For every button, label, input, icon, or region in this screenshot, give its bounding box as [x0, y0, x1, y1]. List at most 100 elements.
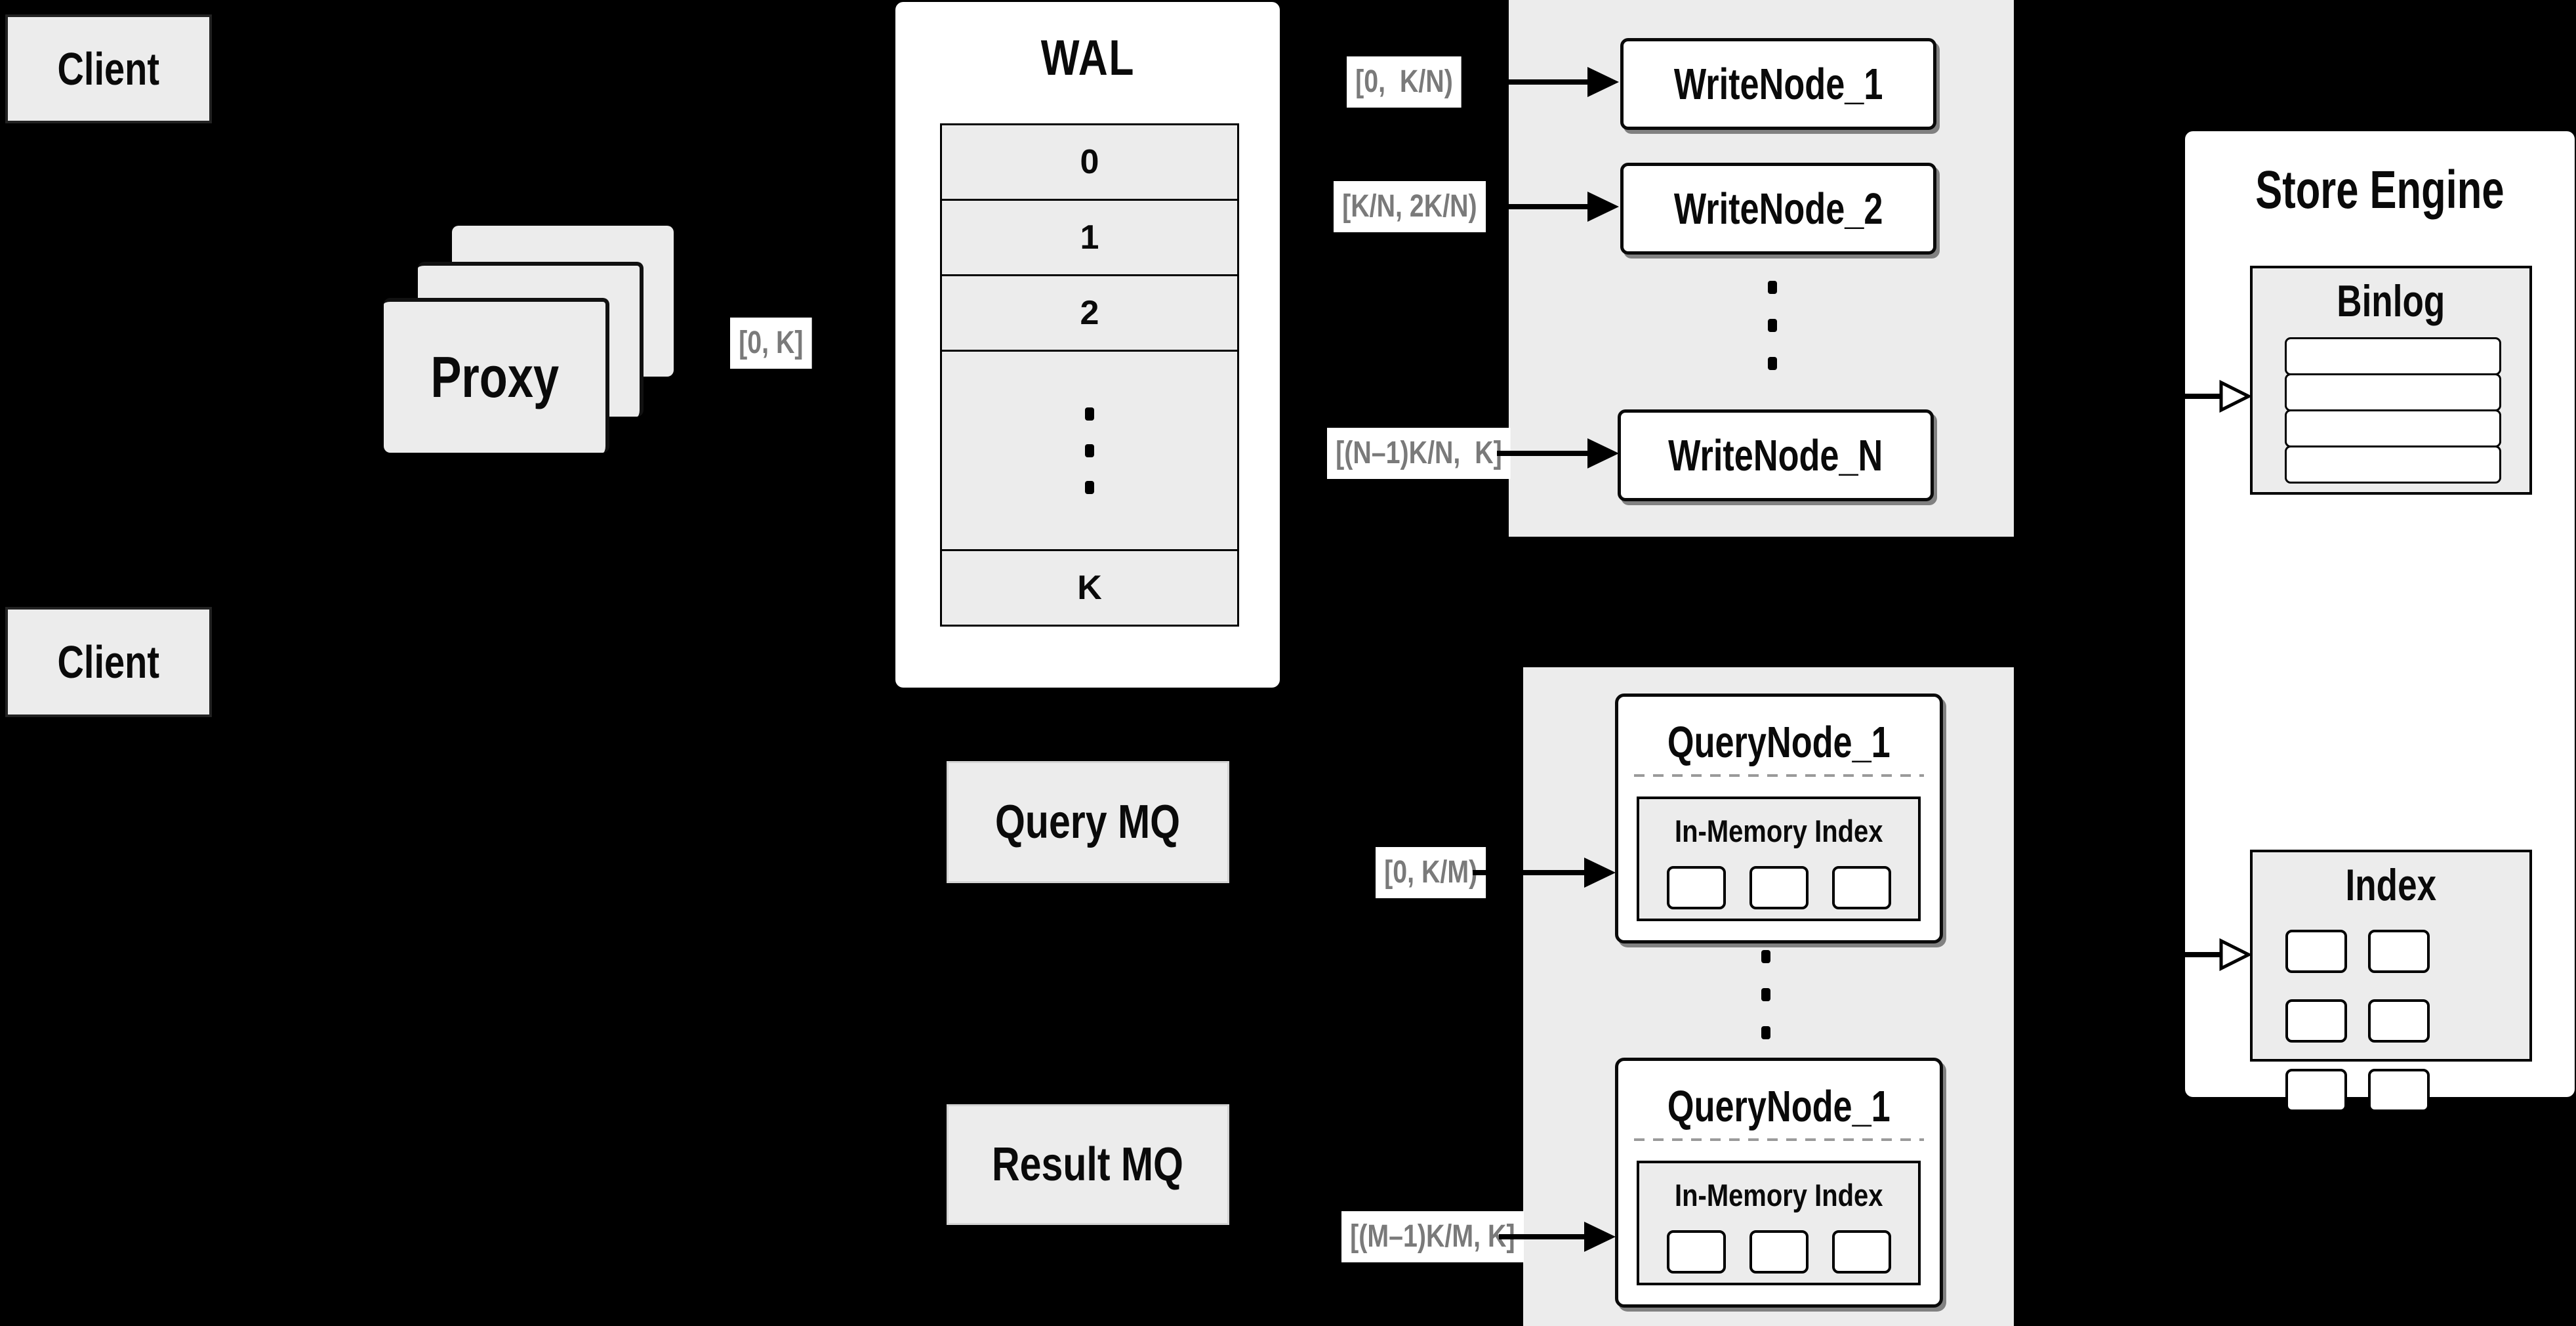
wal-title: WAL	[1040, 30, 1135, 86]
arrow-write-1-head	[1587, 67, 1619, 97]
range-label-write-2: [K/N, 2K/N)	[1334, 181, 1486, 233]
arrow-write-1-shaft	[1475, 79, 1591, 85]
writenode-2-box: WriteNode_2	[1620, 163, 1936, 255]
index-cell	[2285, 1069, 2347, 1112]
querynode-2-divider	[1634, 1138, 1924, 1141]
arrow-query-m-shaft	[1499, 1234, 1587, 1239]
range-label-write-n: [(N–1)K/N, K]	[1327, 428, 1511, 480]
range-label-write-1: [0, K/N)	[1347, 56, 1462, 108]
dot	[1761, 950, 1770, 963]
dot	[1085, 444, 1094, 457]
index-cell	[2368, 1069, 2430, 1112]
wal-row-1: 1	[942, 199, 1237, 274]
arrow-binlog-open-head	[2219, 380, 2251, 413]
inmemory-index-title-wrap-2: In-Memory Index	[1639, 1163, 1918, 1226]
binlog-row	[2285, 409, 2501, 447]
proxy-card-front: Proxy	[384, 298, 609, 453]
inmemory-cell	[1831, 1230, 1891, 1274]
inmemory-cell	[1831, 866, 1891, 909]
wal-row-ellipsis	[942, 350, 1237, 549]
binlog-row	[2285, 373, 2501, 411]
inmemory-cell	[1749, 866, 1809, 909]
arrow-write-n-shaft	[1497, 451, 1591, 456]
wal-table: 0 1 2 K	[940, 123, 1239, 627]
querynode-2-title-wrap: QueryNode_1	[1618, 1070, 1940, 1142]
writenode-1-box: WriteNode_1	[1620, 38, 1936, 130]
inmemory-cells-1	[1639, 866, 1918, 909]
store-engine-panel: Store Engine Binlog Index	[2185, 131, 2575, 1112]
querynode-2-box: QueryNode_1 In-Memory Index	[1615, 1058, 1943, 1308]
client-box-top: Client	[5, 14, 212, 123]
binlog-title-wrap: Binlog	[2253, 268, 2529, 334]
arrow-query-m-head	[1584, 1222, 1616, 1252]
inmemory-index-title-2: In-Memory Index	[1674, 1177, 1883, 1212]
querynode-2-title: QueryNode_1	[1667, 1081, 1891, 1131]
wal-title-wrap: WAL	[895, 2, 1280, 114]
wal-panel: WAL 0 1 2 K	[895, 2, 1280, 688]
inmemory-cells-2	[1639, 1230, 1918, 1274]
arrow-write-n-head	[1587, 438, 1619, 468]
inmemory-index-box-1: In-Memory Index	[1637, 797, 1921, 921]
wal-dots	[1085, 407, 1094, 494]
writenode-dots	[1768, 281, 1777, 370]
writenode-1-label: WriteNode_1	[1673, 59, 1883, 109]
arrow-binlog-shaft	[2179, 394, 2222, 399]
range-label-query-m: [(M–1)K/M, K]	[1341, 1211, 1524, 1263]
dot	[1761, 988, 1770, 1001]
binlog-row	[2285, 337, 2501, 375]
index-title: Index	[2345, 860, 2437, 910]
proxy-label: Proxy	[430, 344, 559, 409]
querynode-dots	[1761, 950, 1770, 1039]
inmemory-cell	[1749, 1230, 1809, 1274]
range-label-proxy-out: [0, K]	[730, 318, 812, 369]
index-cell	[2285, 999, 2347, 1043]
inmemory-cell	[1666, 866, 1726, 909]
dot	[1768, 281, 1777, 294]
arrow-write-2-head	[1587, 192, 1619, 222]
query-mq-label: Query MQ	[995, 796, 1181, 848]
binlog-rows	[2285, 337, 2501, 484]
client-bottom-label: Client	[57, 636, 160, 688]
index-box: Index	[2250, 850, 2532, 1112]
result-mq-label: Result MQ	[992, 1138, 1184, 1191]
index-cells	[2285, 930, 2497, 1112]
result-mq-box: Result MQ	[947, 1104, 1229, 1225]
wal-row-0: 0	[942, 125, 1237, 199]
client-top-label: Client	[57, 43, 160, 94]
index-cell	[2285, 930, 2347, 973]
dot	[1085, 407, 1094, 421]
writenode-2-label: WriteNode_2	[1673, 184, 1883, 234]
wal-row-k: K	[942, 549, 1237, 625]
dot	[1085, 480, 1094, 494]
dot	[1761, 1026, 1770, 1039]
arrow-index-shaft	[2179, 952, 2222, 957]
binlog-box: Binlog	[2250, 266, 2532, 495]
querynode-1-title-wrap: QueryNode_1	[1618, 706, 1940, 778]
query-mq-box: Query MQ	[947, 761, 1229, 883]
client-box-bottom: Client	[5, 607, 212, 717]
querynode-1-divider	[1634, 774, 1924, 777]
arrow-index-open-head	[2219, 938, 2251, 971]
range-label-query-1: [0, K/M)	[1376, 847, 1486, 899]
writenode-n-box: WriteNode_N	[1618, 409, 1934, 501]
arrow-query-1-head	[1584, 858, 1616, 888]
dot	[1768, 319, 1777, 332]
index-cell	[2368, 999, 2430, 1043]
arrow-write-2-shaft	[1496, 204, 1591, 209]
wal-row-2: 2	[942, 274, 1237, 350]
inmemory-cell	[1666, 1230, 1726, 1274]
dot	[1768, 357, 1777, 370]
inmemory-index-title-1: In-Memory Index	[1674, 813, 1883, 848]
arrow-query-1-shaft	[1473, 870, 1587, 875]
index-cell	[2368, 930, 2430, 973]
store-engine-title: Store Engine	[2255, 160, 2504, 220]
inmemory-index-title-wrap-1: In-Memory Index	[1639, 799, 1918, 862]
writenode-n-label: WriteNode_N	[1668, 430, 1883, 480]
binlog-row	[2285, 445, 2501, 484]
inmemory-index-box-2: In-Memory Index	[1637, 1161, 1921, 1285]
index-title-wrap: Index	[2253, 852, 2529, 918]
store-engine-title-wrap: Store Engine	[2185, 131, 2575, 249]
querynode-1-box: QueryNode_1 In-Memory Index	[1615, 694, 1943, 943]
binlog-title: Binlog	[2337, 276, 2445, 326]
